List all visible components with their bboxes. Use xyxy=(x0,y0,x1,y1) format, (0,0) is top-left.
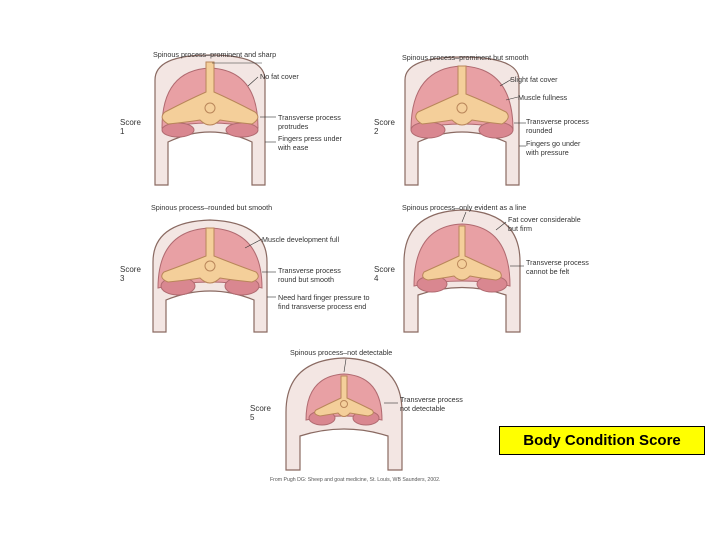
title-text: Body Condition Score xyxy=(523,432,681,449)
score-2-fat-label: Slight fat cover xyxy=(510,75,558,84)
score-5-cross-section xyxy=(285,357,403,471)
score-1-cross-section xyxy=(154,54,276,186)
score-4-spinous-label: Spinous process–only evident as a line xyxy=(402,203,527,212)
score-1-label: Score 1 xyxy=(120,118,141,136)
score-5-transverse-label: Transverse process not detectable xyxy=(400,395,463,413)
score-3-muscle-label: Muscle development full xyxy=(262,235,340,244)
score-1-spinous-label: Spinous process–prominent and sharp xyxy=(153,50,277,59)
score-5-label: Score 5 xyxy=(250,404,271,422)
image-credit: From Pugh DG: Sheep and goat medicine, S… xyxy=(270,477,441,483)
score-3-transverse-label: Transverse process round but smooth xyxy=(278,266,341,284)
title-banner: Body Condition Score xyxy=(499,426,705,455)
score-3-pressure-label: Need hard finger pressure to find transv… xyxy=(278,293,370,311)
score-3-spinous-label: Spinous process–rounded but smooth xyxy=(151,203,273,212)
score-4-label: Score 4 xyxy=(374,265,395,283)
score-3-cross-section xyxy=(152,219,276,333)
score-2-cross-section xyxy=(404,56,526,186)
score-1-fat-label: No fat cover xyxy=(260,72,299,81)
score-2-transverse-label: Transverse process rounded xyxy=(526,117,589,135)
score-2-spinous-label: Spinous process–prominent but smooth xyxy=(402,53,529,62)
score-4-cross-section xyxy=(403,209,524,333)
score-3-label: Score 3 xyxy=(120,265,141,283)
score-2-label: Score 2 xyxy=(374,118,395,136)
score-4-fat-label: Fat cover considerable but firm xyxy=(508,215,581,233)
score-1-transverse-label: Transverse process protrudes xyxy=(278,113,341,131)
score-1-fingers-label: Fingers press under with ease xyxy=(278,134,342,152)
score-2-muscle-label: Muscle fullness xyxy=(518,93,568,102)
score-2-fingers-label: Fingers go under with pressure xyxy=(526,139,581,157)
score-5-spinous-label: Spinous process–not detectable xyxy=(290,348,393,357)
score-4-transverse-label: Transverse process cannot be felt xyxy=(526,258,589,276)
